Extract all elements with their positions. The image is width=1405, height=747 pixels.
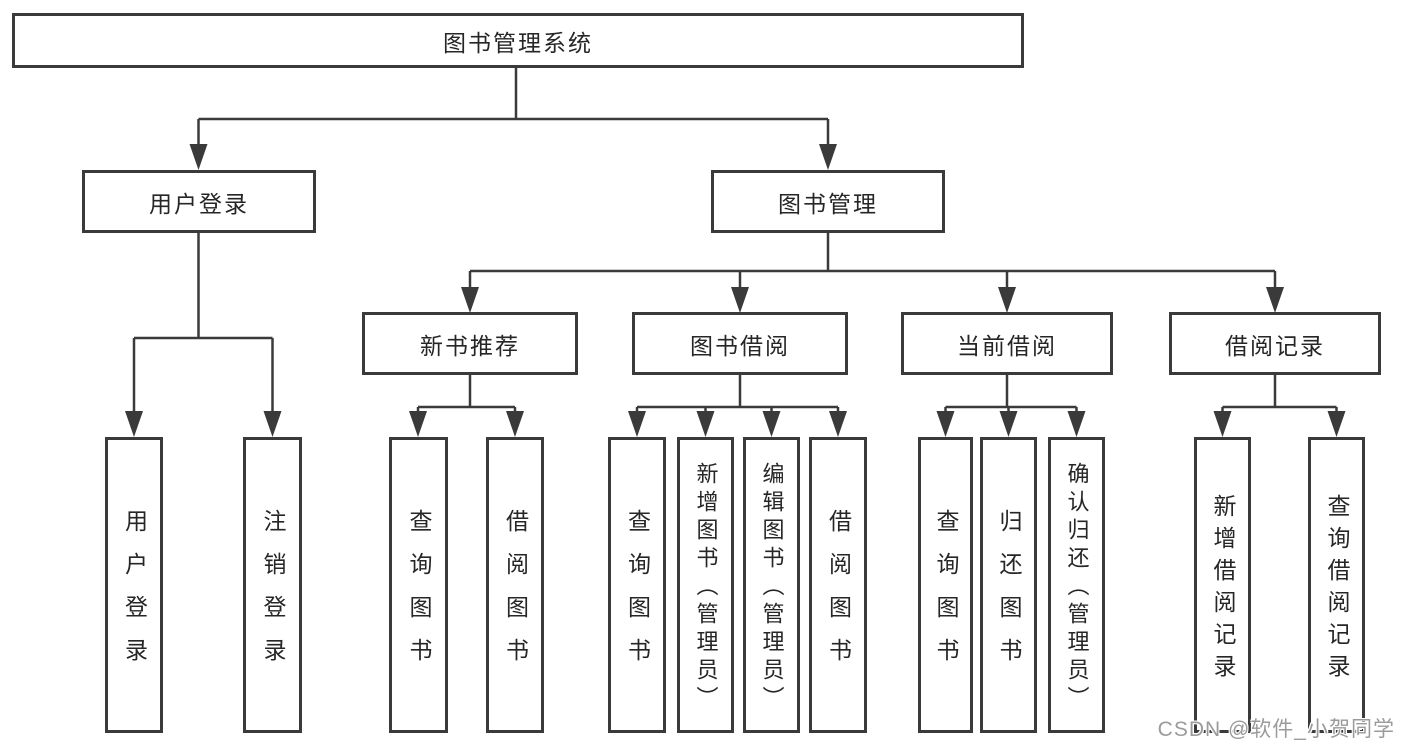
- leaf-query-borrow-record: 查询借阅记录: [1308, 437, 1365, 733]
- csdn-watermark: CSDN @软件_小贺同学: [1157, 718, 1395, 741]
- leaf-query-books-2: 查询图书: [608, 437, 666, 733]
- leaf-query-books-1-label: 查询图书: [406, 509, 432, 681]
- node-root: 图书管理系统: [12, 13, 1024, 68]
- node-borrow-records: 借阅记录: [1169, 312, 1381, 375]
- connector-root-to-level2: [189, 68, 837, 170]
- leaf-query-borrow-record-label: 查询借阅记录: [1324, 493, 1350, 686]
- leaf-user-login: 用户登录: [105, 437, 163, 733]
- leaf-borrow-books-2-label: 借阅图书: [825, 509, 852, 681]
- leaf-borrow-books-2: 借阅图书: [809, 437, 867, 733]
- connector-current-borrow-to-leaves: [936, 375, 1086, 437]
- leaf-return-book-label: 归还图书: [996, 509, 1022, 681]
- leaf-query-books-3: 查询图书: [918, 437, 973, 733]
- node-root-label: 图书管理系统: [443, 29, 593, 56]
- leaf-edit-book-admin-label: 编辑图书（管理员）: [759, 462, 785, 714]
- node-book-borrow-label: 图书借阅: [690, 332, 790, 359]
- node-user-login-label: 用户登录: [149, 190, 249, 217]
- node-borrow-records-label: 借阅记录: [1225, 332, 1325, 359]
- leaf-user-login-label: 用户登录: [121, 509, 148, 681]
- leaf-confirm-return-admin-label: 确认归还（管理员）: [1064, 462, 1090, 714]
- leaf-borrow-books-1-label: 借阅图书: [502, 509, 529, 681]
- leaf-query-books-2-label: 查询图书: [624, 509, 651, 681]
- node-user-login: 用户登录: [82, 170, 316, 233]
- connector-book-borrow-to-leaves: [628, 375, 847, 437]
- connector-borrow-records-to-leaves: [1213, 375, 1346, 437]
- leaf-query-books-3-label: 查询图书: [933, 509, 959, 681]
- node-current-borrow: 当前借阅: [901, 312, 1113, 375]
- node-current-borrow-label: 当前借阅: [957, 332, 1057, 359]
- leaf-borrow-books-1: 借阅图书: [486, 437, 544, 733]
- leaf-return-book: 归还图书: [980, 437, 1037, 733]
- leaf-query-books-1: 查询图书: [389, 437, 448, 733]
- connector-user-login-to-leaves: [125, 233, 282, 437]
- leaf-confirm-return-admin: 确认归还（管理员）: [1048, 437, 1105, 733]
- leaf-add-book-admin: 新增图书（管理员）: [677, 437, 734, 733]
- node-book-management-label: 图书管理: [778, 190, 878, 217]
- leaf-edit-book-admin: 编辑图书（管理员）: [743, 437, 800, 733]
- leaf-add-book-admin-label: 新增图书（管理员）: [693, 462, 719, 714]
- node-new-book-recommend: 新书推荐: [362, 312, 578, 375]
- node-book-management: 图书管理: [711, 170, 945, 233]
- leaf-logout: 注销登录: [243, 437, 302, 733]
- connector-book-management-to-level3: [461, 233, 1284, 313]
- leaf-logout-label: 注销登录: [260, 509, 286, 681]
- leaf-add-borrow-record: 新增借阅记录: [1194, 437, 1251, 733]
- node-new-book-recommend-label: 新书推荐: [420, 332, 520, 359]
- leaf-add-borrow-record-label: 新增借阅记录: [1210, 493, 1236, 686]
- connector-new-book-to-leaves: [409, 375, 524, 437]
- node-book-borrow: 图书借阅: [632, 312, 848, 375]
